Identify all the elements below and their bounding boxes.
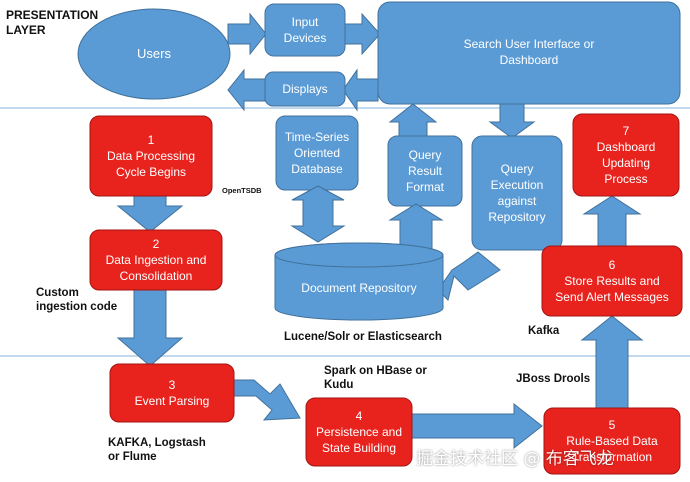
step6-box — [541, 245, 683, 317]
arrow-step5-to-step6 — [580, 315, 644, 411]
query-result-label: Query Result Format — [405, 147, 444, 195]
users-ellipse — [77, 8, 231, 100]
step7-label: 7 Dashboard Updating Process — [596, 123, 656, 187]
arrow-tsdb-doc-repo — [290, 185, 346, 243]
arrow-input-to-search — [344, 12, 381, 56]
users-label: Users — [137, 46, 171, 62]
arrow-step3-to-step4 — [233, 379, 301, 421]
step3-box — [109, 363, 235, 423]
tsdb-label: Time-Series Oriented Database — [284, 129, 350, 177]
step4-label: 4 Persistence and State Building — [315, 408, 403, 456]
arrow-step6-to-step7 — [582, 195, 642, 249]
query-exec-label: Query Execution against Repository — [488, 161, 546, 225]
kafka-logstash-note: KAFKA, Logstash or Flume — [108, 437, 206, 464]
step5-box — [543, 407, 681, 475]
step1-box — [89, 115, 213, 197]
lucene-note: Lucene/Solr or Elasticsearch — [284, 331, 442, 343]
spark-note: Spark on HBase or Kudu — [324, 365, 427, 392]
query-result-box — [387, 135, 463, 207]
step3-label: 3 Event Parsing — [134, 377, 210, 408]
query-exec-box — [471, 135, 563, 251]
search-ui-label: Search User Interface or Dashboard — [463, 36, 595, 67]
opentsdb-note: OpenTSDB — [222, 186, 262, 195]
search-ui-box — [377, 1, 681, 105]
kafka-note: Kafka — [528, 325, 560, 337]
jboss-note: JBoss Drools — [516, 373, 591, 385]
step1-label: 1 Data Processing Cycle Begins — [106, 132, 196, 180]
step2-label: 2 Data Ingestion and Consolidation — [105, 236, 207, 284]
arrow-query-result-to-search — [388, 103, 438, 137]
arrow-search-to-query-exec — [488, 103, 536, 139]
arrow-users-to-input — [227, 12, 267, 56]
arrow-search-to-displays — [342, 68, 379, 112]
arrow-step4-to-step5 — [411, 402, 543, 450]
watermark: 掘金技术社区 @ 布客飞龙 — [416, 449, 614, 469]
step5-label: 5 Rule-Based Data Transformation — [566, 417, 658, 465]
custom-ingestion-note: Custom ingestion code — [36, 287, 118, 314]
doc-repo-label: Document Repository — [301, 280, 417, 295]
doc-repo-cylinder-top — [274, 242, 444, 268]
layer-title: PRESENTATION LAYER — [6, 8, 99, 37]
step4-box — [305, 397, 413, 467]
arrow-step1-to-step2 — [116, 193, 184, 233]
step2-box — [89, 229, 223, 291]
step7-box — [572, 113, 680, 197]
displays-label: Displays — [282, 81, 328, 96]
arrow-step2-to-step3 — [116, 287, 184, 367]
arrow-query-exec-to-doc-repo — [437, 251, 501, 301]
arrow-displays-to-users — [227, 68, 266, 112]
input-devices-label: Input Devices — [283, 14, 327, 45]
step6-label: 6 Store Results and Send Alert Messages — [555, 257, 669, 305]
